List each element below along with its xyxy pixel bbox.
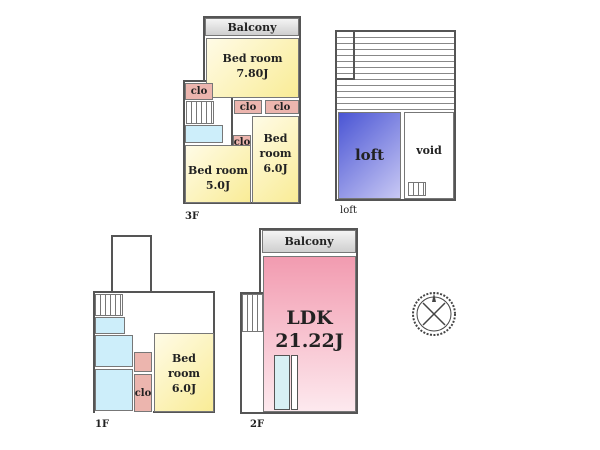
floor-label-loft: loft xyxy=(340,205,357,216)
floor-label-2f: 2F xyxy=(250,419,265,430)
floor-3f: Balcony Bed room 7.80J clo clo clo clo B… xyxy=(183,16,301,222)
closet: clo xyxy=(234,100,262,114)
washroom-1f xyxy=(95,335,133,367)
bedroom-6-0-1f: Bed room 6.0J xyxy=(154,333,214,412)
balcony-2f: Balcony xyxy=(262,230,356,253)
bedroom-7-80: Bed room 7.80J xyxy=(206,38,299,98)
floor-label-1f: 1F xyxy=(95,419,110,430)
loft-ladder xyxy=(408,182,426,196)
bedroom-6-0-3f: Bed room 6.0J xyxy=(252,116,299,203)
closet-1f-upper xyxy=(134,352,152,372)
toilet-1f xyxy=(95,317,125,334)
closet: clo xyxy=(185,83,213,100)
compass-icon xyxy=(412,292,456,336)
bathroom-1f xyxy=(95,369,133,411)
toilet-3f xyxy=(185,125,223,143)
loft-upper-step xyxy=(335,30,355,80)
stairs-3f xyxy=(186,101,214,124)
closet-1f: clo xyxy=(134,374,152,412)
loft-room: loft xyxy=(338,112,401,199)
balcony-3f: Balcony xyxy=(205,18,299,36)
void-area: void xyxy=(404,112,454,199)
bedroom-5-0: Bed room 5.0J xyxy=(185,145,251,203)
kitchen-wall xyxy=(291,355,298,410)
stairs-1f xyxy=(95,294,123,316)
loft-roof-hatch xyxy=(337,32,454,110)
closet: clo xyxy=(265,100,299,114)
floor-label-3f: 3F xyxy=(185,211,200,222)
kitchen-counter xyxy=(274,355,290,410)
